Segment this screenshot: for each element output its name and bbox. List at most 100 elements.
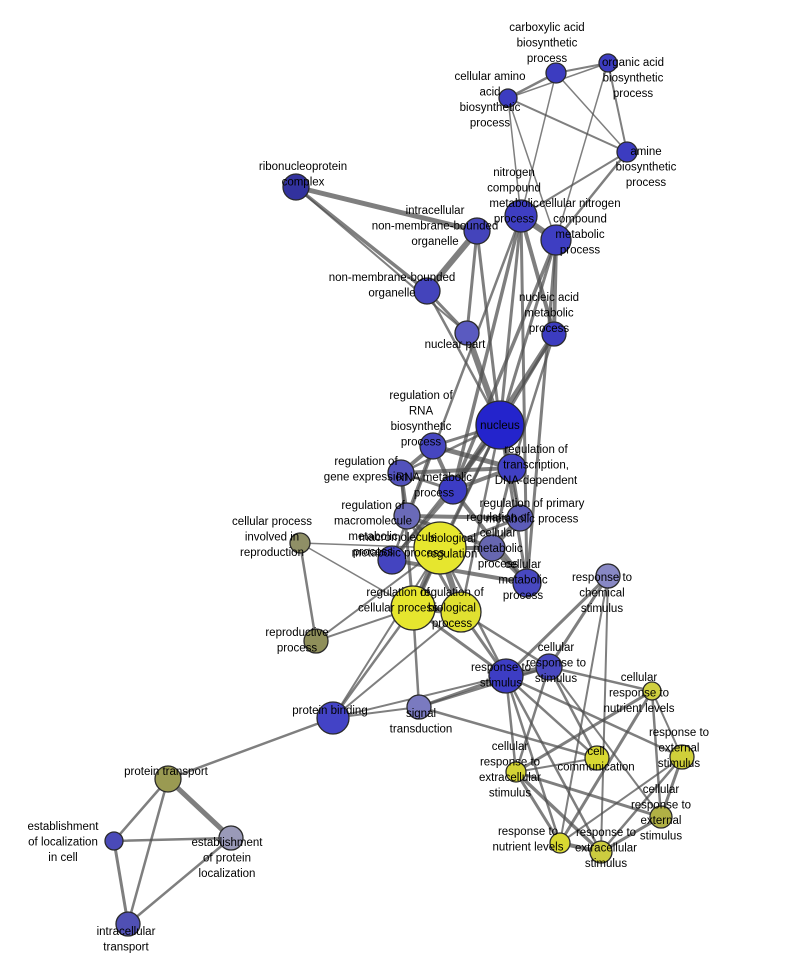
node-carboxylic_acid_biosynthetic[interactable]: [545, 62, 567, 84]
node-cellular_nitrogen_compound_metabolic[interactable]: [540, 224, 572, 256]
node-regulation_gene_expression[interactable]: [387, 459, 415, 487]
edge-cell_resp_nutrient--cell_resp_external: [650, 689, 663, 819]
node-est_prot_loc[interactable]: [218, 825, 244, 851]
edge-protein_binding--regulation_biological_process: [332, 611, 462, 719]
node-nmb_organelle[interactable]: [413, 277, 441, 305]
node-cell_resp_external[interactable]: [649, 805, 673, 829]
node-nuclear_part[interactable]: [454, 320, 480, 346]
edge-organic_acid_biosynthetic--amine_biosynthetic: [607, 62, 628, 153]
node-cell_resp_stimulus[interactable]: [535, 653, 563, 681]
node-signal_transduction[interactable]: [406, 694, 432, 720]
edge-nucleic_acid_metabolic--regulation_transcription_dna: [510, 332, 556, 470]
node-regulation_cellular_metabolic[interactable]: [478, 534, 506, 562]
edge-carboxylic_acid_biosynthetic--amine_biosynthetic: [555, 72, 628, 153]
node-resp_extracellular[interactable]: [589, 840, 613, 864]
node-nucleic_acid_metabolic[interactable]: [541, 321, 567, 347]
nodes-layer: [104, 53, 695, 937]
node-protein_transport[interactable]: [154, 765, 182, 793]
edge-est_loc_cell--intracell_transport: [112, 839, 130, 926]
node-amine_biosynthetic[interactable]: [616, 141, 638, 163]
node-reproductive_process[interactable]: [303, 628, 329, 654]
node-intracellular_nmb_organelle[interactable]: [463, 217, 491, 245]
node-regulation_biological_process[interactable]: [440, 591, 482, 633]
node-cell_communication[interactable]: [584, 745, 610, 771]
edge-intracellular_nmb_organelle--nucleus: [475, 229, 502, 427]
edge-cell_resp_extracell--cell_resp_external: [514, 770, 663, 819]
edge-resp_chemical--resp_nutrient: [559, 575, 609, 844]
node-regulation_primary_metabolic[interactable]: [506, 504, 534, 532]
edge-est_loc_cell--est_prot_loc: [112, 836, 233, 843]
edge-response_stimulus--resp_chemical: [504, 574, 610, 678]
edge-resp_nutrient--cell_resp_nutrient: [558, 689, 654, 845]
edge-intracellular_nmb_organelle--nuclear_part: [465, 229, 479, 335]
edge-cellular_nitrogen_compound_metabolic--nucleus: [498, 238, 558, 427]
node-ribonucleoprotein_complex[interactable]: [282, 173, 310, 201]
edge-nitrogen_compound_metabolic--nucleus: [498, 214, 523, 427]
node-est_loc_cell[interactable]: [104, 831, 124, 851]
edge-cell_resp_stimulus--signal_transduction: [417, 665, 551, 709]
node-cellular_metabolic[interactable]: [512, 568, 542, 598]
node-regulation_macromolecule_metabolic[interactable]: [393, 502, 421, 530]
node-biological_regulation[interactable]: [413, 521, 467, 575]
edge-organic_acid_biosynthetic--cellular_nitrogen_compound_metabolic: [555, 62, 609, 241]
edge-protein_binding--biological_regulation: [332, 547, 441, 719]
node-cellular_process_involved_reproduction[interactable]: [289, 532, 311, 554]
edge-cell_resp_stimulus--cell_resp_nutrient: [547, 665, 654, 693]
node-response_stimulus[interactable]: [488, 658, 524, 694]
edge-response_stimulus--cell_communication: [504, 674, 599, 760]
edge-resp_chemical--resp_extracellular: [600, 575, 609, 853]
edge-cellular_amino_acid_biosynthetic--amine_biosynthetic: [507, 97, 628, 153]
edge-protein_binding--protein_transport: [166, 716, 335, 781]
edge-amine_biosynthetic--cellular_nitrogen_compound_metabolic: [554, 150, 629, 242]
edge-cell_resp_stimulus--cell_resp_external: [548, 666, 662, 818]
node-nucleus[interactable]: [475, 400, 525, 450]
edge-cellular_nitrogen_compound_metabolic--rna_metabolic: [451, 238, 558, 492]
edge-cellular_nitrogen_compound_metabolic--cellular_metabolic: [525, 238, 558, 585]
edge-protein_binding--regulation_cellular_process: [331, 606, 415, 720]
label-nuclear_part: nuclear part: [425, 339, 487, 351]
node-resp_chemical[interactable]: [595, 563, 621, 589]
node-resp_nutrient[interactable]: [549, 832, 571, 854]
node-nitrogen_compound_metabolic[interactable]: [504, 199, 538, 233]
node-regulation_transcription_dna[interactable]: [497, 453, 527, 483]
node-regulation_cellular_process[interactable]: [390, 585, 436, 631]
node-cell_resp_extracell[interactable]: [505, 761, 527, 783]
node-regulation_rna_biosynthetic[interactable]: [419, 432, 447, 460]
node-organic_acid_biosynthetic[interactable]: [598, 53, 618, 73]
edge-cellular_process_involved_reproduction--reproductive_process: [298, 541, 318, 643]
node-protein_binding[interactable]: [316, 701, 350, 735]
node-resp_external[interactable]: [669, 744, 695, 770]
node-rna_metabolic[interactable]: [438, 475, 468, 505]
node-intracell_transport[interactable]: [115, 911, 141, 937]
node-cell_resp_nutrient[interactable]: [642, 681, 662, 701]
node-cellular_amino_acid_biosynthetic[interactable]: [498, 88, 518, 108]
node-macromol_metabolic[interactable]: [377, 545, 407, 575]
edge-protein_transport--est_prot_loc: [165, 776, 234, 841]
